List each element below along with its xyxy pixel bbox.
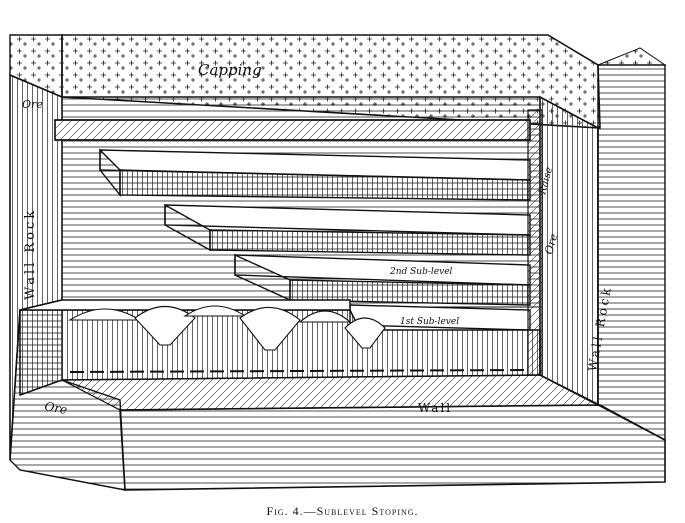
label-sublevel-lower: 1st Sub-level bbox=[400, 317, 459, 327]
label-ore-bottom-left: Ore bbox=[43, 399, 68, 417]
label-wall-rock-left: Wall Rock bbox=[23, 208, 38, 300]
figure-caption: Fig. 4.—Sublevel Stoping. bbox=[266, 504, 419, 518]
label-sublevel-upper: 2nd Sub-level bbox=[389, 267, 453, 277]
chute-funnels bbox=[68, 305, 386, 351]
label-ore-top-left: Ore bbox=[22, 98, 43, 111]
bottom-wall-rock bbox=[119, 404, 666, 491]
label-capping: Capping bbox=[198, 61, 262, 79]
right-wall-rock bbox=[539, 47, 667, 442]
sublevel-steps bbox=[54, 119, 531, 331]
sublevel-stoping-diagram: Capping Ore Wall Rock Ore Wall Raise Ore… bbox=[9, 34, 667, 491]
label-wall-bottom: Wall bbox=[418, 401, 452, 415]
label-ore-right: Ore bbox=[542, 232, 560, 256]
